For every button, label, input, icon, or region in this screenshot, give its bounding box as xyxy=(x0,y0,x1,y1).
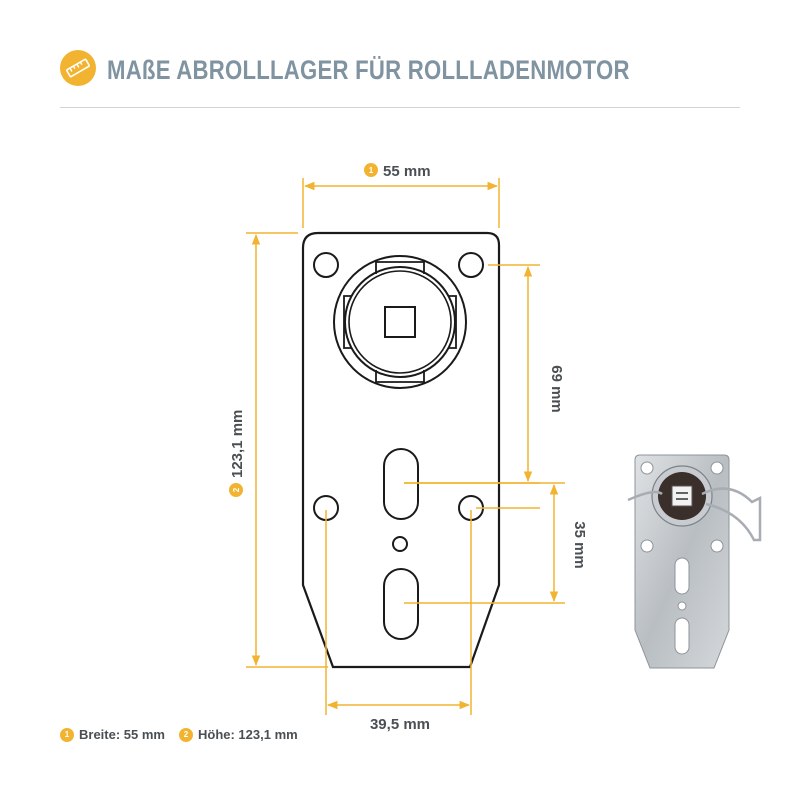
legend-badge-1: 1 xyxy=(60,727,74,742)
dimension-hole-horizontal xyxy=(325,507,540,715)
slot-distance-label: 35 mm xyxy=(571,521,588,569)
legend: 1 Breite: 55 mm 2 Höhe: 123,1 mm xyxy=(60,727,298,742)
dimension-width xyxy=(302,178,500,228)
lower-slot xyxy=(383,568,419,640)
legend-badge-2: 2 xyxy=(178,727,193,742)
legend-width-text: Breite: 55 mm xyxy=(79,727,165,742)
dimension-slot-distance xyxy=(404,482,565,604)
upper-slot xyxy=(383,448,419,520)
dimension-height xyxy=(246,232,328,668)
top-right-hole xyxy=(458,252,484,278)
top-left-hole xyxy=(313,252,339,278)
page-title: MAßE ABROLLLAGER FÜR ROLLLADENMOTOR xyxy=(107,55,630,85)
width-badge xyxy=(364,163,378,177)
header-divider xyxy=(60,107,740,108)
square-shaft-hole xyxy=(384,306,416,338)
height-badge-number: 2 xyxy=(232,487,241,492)
ruler-icon xyxy=(60,50,96,86)
height-label: 123,1 mm xyxy=(229,410,246,478)
height-badge xyxy=(229,483,243,497)
width-label: 55 mm xyxy=(383,163,431,180)
center-small-hole xyxy=(392,536,408,552)
plate-outline xyxy=(301,231,501,669)
hole-vertical-label: 69 mm xyxy=(548,365,565,413)
mounting-plate-photo-icon xyxy=(627,454,762,669)
bearing-ring xyxy=(333,255,467,389)
width-badge-number: 1 xyxy=(369,166,374,175)
hole-horizontal-label: 39,5 mm xyxy=(370,716,430,733)
legend-height-text: Höhe: 123,1 mm xyxy=(197,727,298,742)
